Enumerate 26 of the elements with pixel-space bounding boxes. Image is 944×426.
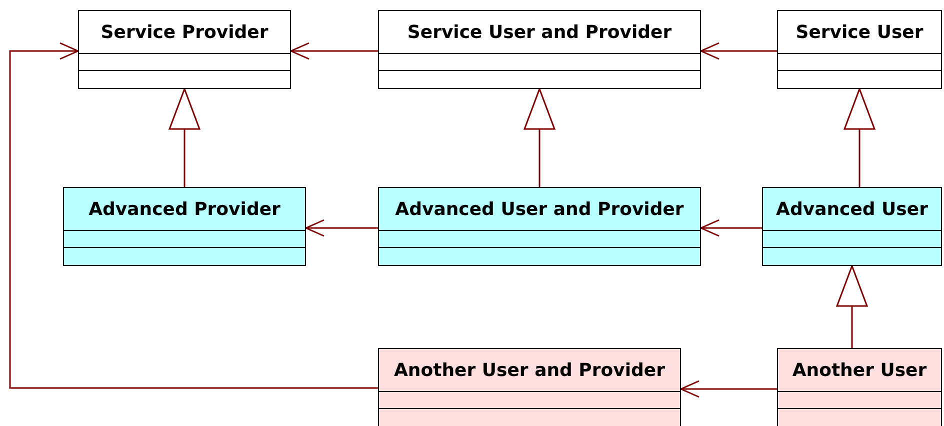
class-name: Advanced User [776,198,928,220]
generalization-arrow [836,265,868,348]
class-name: Advanced User and Provider [395,198,684,220]
class-name: Advanced Provider [88,198,280,220]
association-arrow [700,219,762,237]
class-name: Another User [792,360,927,380]
generalization-arrow [524,88,556,187]
association-arrow [680,380,777,398]
class-name: Service User [796,22,924,42]
class-name: Another User and Provider [394,360,665,380]
class-box [78,10,291,89]
class-box [378,348,681,426]
class-box [378,10,701,89]
association-arrow [305,219,378,237]
generalization-arrow [844,88,876,187]
class-name: Service User and Provider [407,22,672,42]
class-box [777,348,942,426]
association-arrow [290,42,378,60]
class-box [378,187,701,266]
association-arrow [9,42,378,389]
class-name: Service Provider [100,22,268,42]
class-box [777,10,942,89]
generalization-arrow [168,88,200,187]
class-box [762,187,942,266]
association-arrow [700,42,777,60]
class-box [63,187,306,266]
